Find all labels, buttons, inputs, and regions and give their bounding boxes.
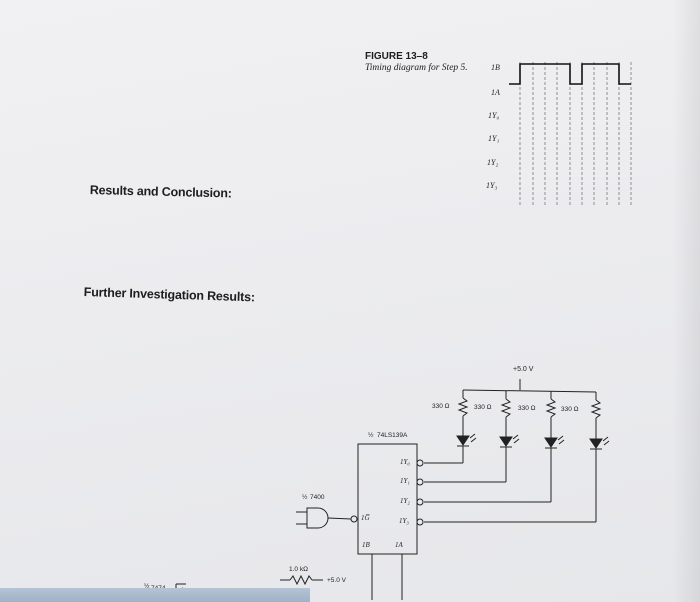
resistor-r3: [545, 391, 557, 438]
led-1: [456, 433, 477, 447]
supply-label-top: +5.0 V: [513, 366, 534, 373]
supply-label-bottom: +5.0 V: [327, 577, 346, 584]
decoder-select-a: 1A: [395, 541, 403, 549]
led-3: [544, 435, 565, 449]
decoder-output-1y2: 1Y₂: [400, 497, 410, 505]
timing-label-1b: 1B: [491, 63, 500, 72]
decoder-enable-label: 1G̅: [361, 514, 370, 522]
figure-caption: Timing diagram for Step 5.: [365, 63, 468, 73]
ff1-half: ½: [144, 583, 150, 590]
led-4: [589, 436, 610, 450]
gate-half: ½: [302, 494, 308, 501]
led-2: [499, 434, 520, 448]
pullup-resistor-label: 1.0 kΩ: [289, 566, 308, 573]
decoder-output-1y0: 1Y₀: [400, 458, 410, 466]
gate-part-label: 7400: [310, 494, 325, 501]
resistor-r1: [457, 390, 469, 436]
page-edge-shadow: [672, 0, 700, 602]
timing-grid: [519, 62, 632, 205]
decoder-select-b: 1B: [362, 541, 370, 549]
waveform-1b: [509, 63, 631, 85]
bottom-strip: [0, 588, 310, 602]
timing-label-1y1: 1Y₁: [488, 134, 500, 143]
decoder-output-1y3: 1Y₃: [399, 517, 409, 525]
resistor-r4: [590, 392, 602, 439]
decoder-74ls139a: [357, 443, 418, 555]
timing-label-1y0: 1Y₀: [488, 111, 500, 120]
nand-gate-7400: [296, 507, 352, 529]
timing-label-1y2: 1Y₂: [487, 158, 499, 167]
timing-label-1a: 1A: [491, 88, 500, 97]
resistor-label-4: 330 Ω: [561, 406, 579, 413]
resistor-label-1: 330 Ω: [432, 403, 450, 410]
resistor-r2: [500, 391, 512, 437]
figure-number: FIGURE 13–8: [365, 51, 428, 62]
resistor-label-3: 330 Ω: [518, 405, 536, 412]
resistor-label-2: 330 Ω: [474, 404, 492, 411]
timing-label-1y3: 1Y₃: [486, 181, 498, 190]
decoder-part-label: 74LS139A: [377, 432, 408, 439]
decoder-half: ½: [368, 432, 374, 439]
decoder-output-1y1: 1Y₁: [400, 477, 410, 485]
